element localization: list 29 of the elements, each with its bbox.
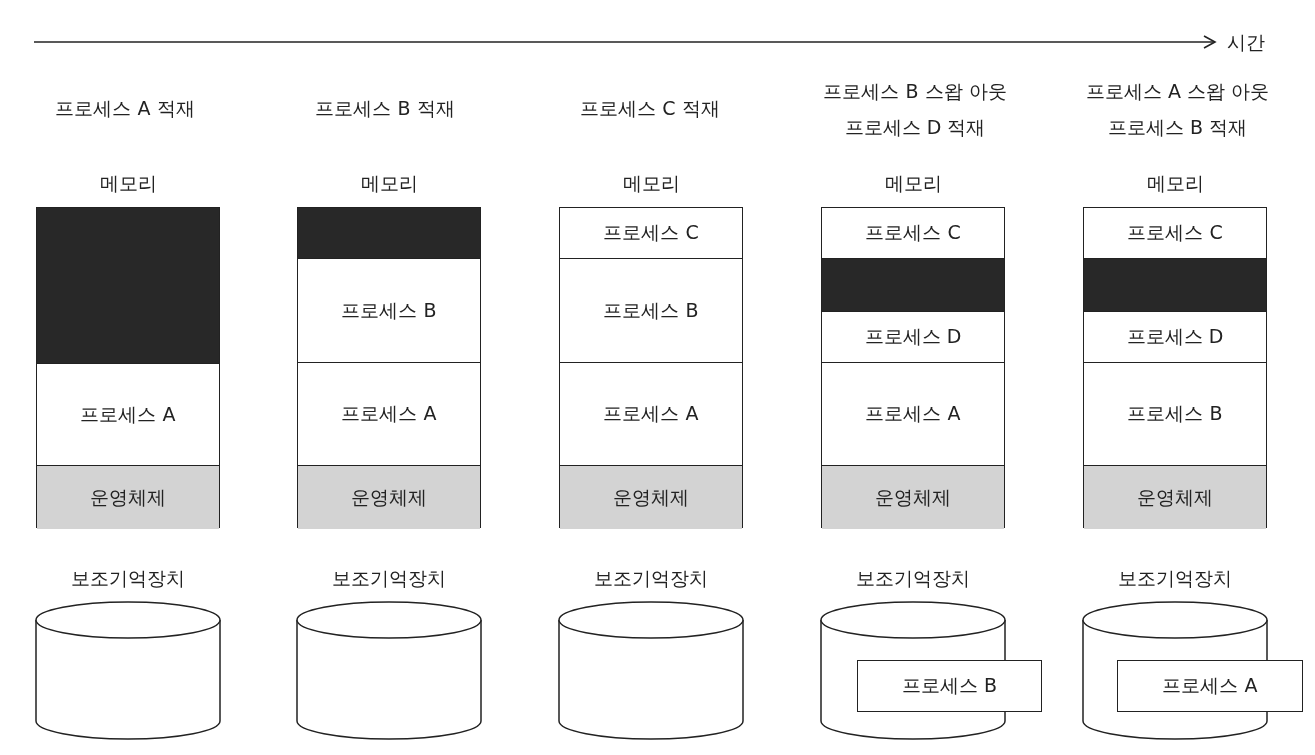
memory-heading: 메모리 xyxy=(621,171,681,196)
occupied-block xyxy=(37,208,219,364)
memory-heading: 메모리 xyxy=(359,171,419,196)
occupied-block xyxy=(822,259,1004,312)
axis-label: 시간 xyxy=(1226,30,1266,54)
os-region: 운영체제 xyxy=(37,466,219,529)
os-region: 운영체제 xyxy=(560,466,742,529)
occupied-block xyxy=(298,208,480,259)
storage-heading: 보조기억장치 xyxy=(331,566,447,591)
storage-heading: 보조기억장치 xyxy=(1117,566,1233,591)
storage-heading: 보조기억장치 xyxy=(855,566,971,591)
occupied-block xyxy=(1084,259,1266,312)
memory-heading: 메모리 xyxy=(98,171,158,196)
swapped-process-box: 프로세스 B xyxy=(857,660,1042,712)
memory-heading: 메모리 xyxy=(1145,171,1205,196)
step-caption: 프로세스 B 적재 xyxy=(314,96,456,120)
os-region: 운영체제 xyxy=(298,466,480,529)
os-region: 운영체제 xyxy=(1084,466,1266,529)
memory-heading: 메모리 xyxy=(883,171,943,196)
step-caption: 프로세스 B 적재 xyxy=(1106,115,1249,139)
step-caption: 프로세스 C 적재 xyxy=(579,96,721,120)
step-caption: 프로세스 B 스왑 아웃 xyxy=(822,79,1008,103)
step-caption: 프로세스 A 스왑 아웃 xyxy=(1084,79,1271,103)
os-region: 운영체제 xyxy=(822,466,1004,529)
step-caption: 프로세스 D 적재 xyxy=(843,115,987,139)
swapped-process-box: 프로세스 A xyxy=(1117,660,1303,712)
storage-heading: 보조기억장치 xyxy=(70,566,186,591)
storage-heading: 보조기억장치 xyxy=(593,566,709,591)
step-caption: 프로세스 A 적재 xyxy=(54,96,196,120)
